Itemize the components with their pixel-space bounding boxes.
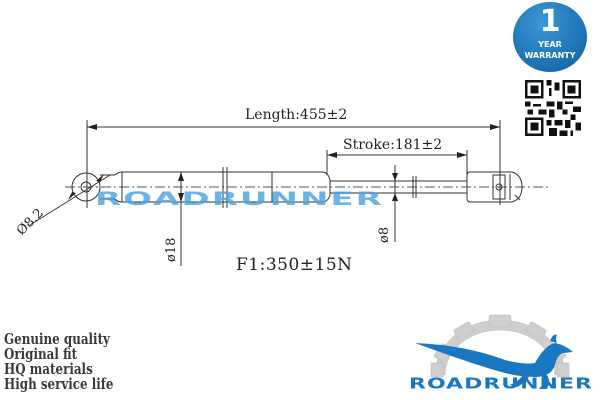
roadrunner-bird-gear-icon: [415, 314, 573, 389]
rod-diameter-label: ø8: [377, 226, 392, 243]
brand-watermark: ROADRUNNER: [95, 188, 384, 210]
feature-list: Genuine quality Original fit HQ material…: [4, 332, 113, 392]
feature-item: Genuine quality: [4, 331, 110, 348]
brand-logo-text: ROADRUNNER: [409, 375, 593, 393]
warranty-line1: YEAR: [538, 40, 562, 49]
warranty-years: 1: [539, 4, 561, 39]
body-diameter-label: ø18: [164, 237, 179, 262]
stroke-dimension-label: Stroke:181±2: [343, 137, 443, 153]
length-dimension-label: Length:455±2: [245, 107, 348, 123]
feature-item: HQ materials: [4, 361, 93, 378]
feature-item: Original fit: [4, 346, 78, 363]
force-rating-label: F1:350±15N: [236, 255, 353, 275]
qr-code-icon: [525, 80, 581, 136]
warranty-badge: 1 YEAR WARRANTY: [513, 2, 587, 72]
warranty-line2: WARRANTY: [524, 51, 576, 60]
feature-item: High service life: [4, 376, 114, 393]
